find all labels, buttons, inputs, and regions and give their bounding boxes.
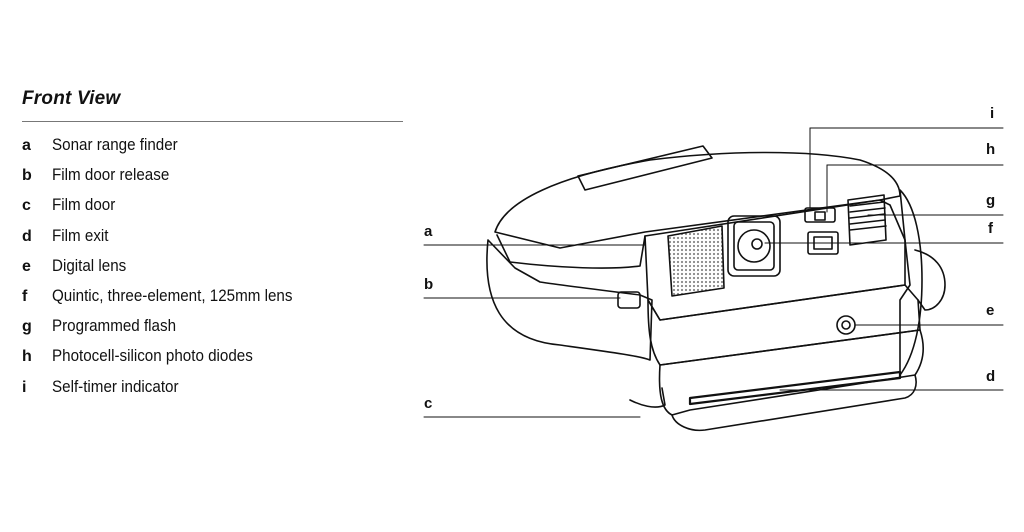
digital-lens-outer: [836, 315, 856, 335]
legend-key: f: [22, 287, 28, 305]
legend-key: e: [22, 257, 31, 275]
callout-e: e: [986, 302, 995, 319]
door-edge: [629, 387, 666, 408]
legend-item-i: i Self-timer indicator: [22, 378, 313, 408]
legend-key: h: [22, 348, 32, 366]
legend-text: Digital lens: [52, 256, 127, 275]
sonar-grille: [667, 225, 725, 297]
legend-text: Photocell-silicon photo diodes: [52, 347, 253, 366]
legend-text: Film exit: [52, 226, 109, 245]
legend-item-g: g Programmed flash: [22, 317, 313, 347]
lens-housing: [727, 215, 781, 277]
camera-strap: [577, 145, 713, 191]
flash-louvre: [849, 225, 887, 231]
legend-item-f: f Quintic, three-element, 125mm lens: [22, 287, 313, 317]
film-door-base: [671, 374, 917, 432]
camera-top-hood: [494, 151, 901, 249]
flash-louvre: [849, 219, 886, 225]
film-door: [658, 329, 925, 416]
callout-h: h: [986, 141, 996, 158]
legend-key: d: [22, 227, 32, 245]
legend-item-b: b Film door release: [22, 166, 313, 196]
callout-d: d: [986, 368, 996, 385]
legend-text: Quintic, three-element, 125mm lens: [52, 286, 293, 305]
parts-legend: a Sonar range finder b Film door release c…: [22, 136, 313, 408]
callout-b: b: [424, 276, 434, 293]
legend-item-a: a Sonar range finder: [22, 136, 313, 166]
callout-g: g: [986, 192, 996, 209]
film-door-release: [617, 291, 641, 309]
film-exit-slot: [688, 370, 902, 406]
self-timer-window: [804, 207, 836, 223]
flash-louvre: [849, 201, 885, 207]
legend-text: Programmed flash: [52, 317, 177, 336]
legend-key: a: [22, 137, 31, 154]
callout-f: f: [988, 220, 993, 237]
title-divider: [22, 121, 403, 122]
legend-item-d: d Film exit: [22, 227, 313, 257]
lower-chassis: [647, 284, 921, 366]
legend-text: Self-timer indicator: [52, 377, 179, 396]
strap-lug: [914, 249, 946, 311]
legend-item-e: e Digital lens: [22, 257, 313, 287]
legend-text: Film door release: [52, 166, 170, 185]
lens-inner: [751, 238, 763, 250]
legend-item-c: c Film door: [22, 196, 313, 226]
callout-c: c: [424, 395, 433, 412]
camera-body-right: [899, 189, 923, 376]
sonar-flap: [496, 234, 646, 269]
legend-item-h: h Photocell-silicon photo diodes: [22, 347, 313, 377]
legend-text: Film door: [52, 196, 116, 215]
photocell-window: [814, 211, 826, 221]
legend-key: b: [22, 167, 32, 185]
lens-outer: [737, 229, 771, 263]
callout-i: i: [990, 105, 995, 122]
legend-key: i: [22, 378, 27, 396]
digital-lens-inner: [841, 320, 851, 330]
legend-text: Sonar range finder: [52, 136, 178, 154]
legend-key: g: [22, 318, 32, 336]
flash-louvre: [849, 207, 886, 213]
lens-plate: [733, 221, 775, 271]
diagram-title: Front View: [22, 88, 121, 109]
callout-a: a: [424, 223, 433, 240]
legend-key: c: [22, 197, 31, 215]
camera-body: [486, 239, 653, 361]
